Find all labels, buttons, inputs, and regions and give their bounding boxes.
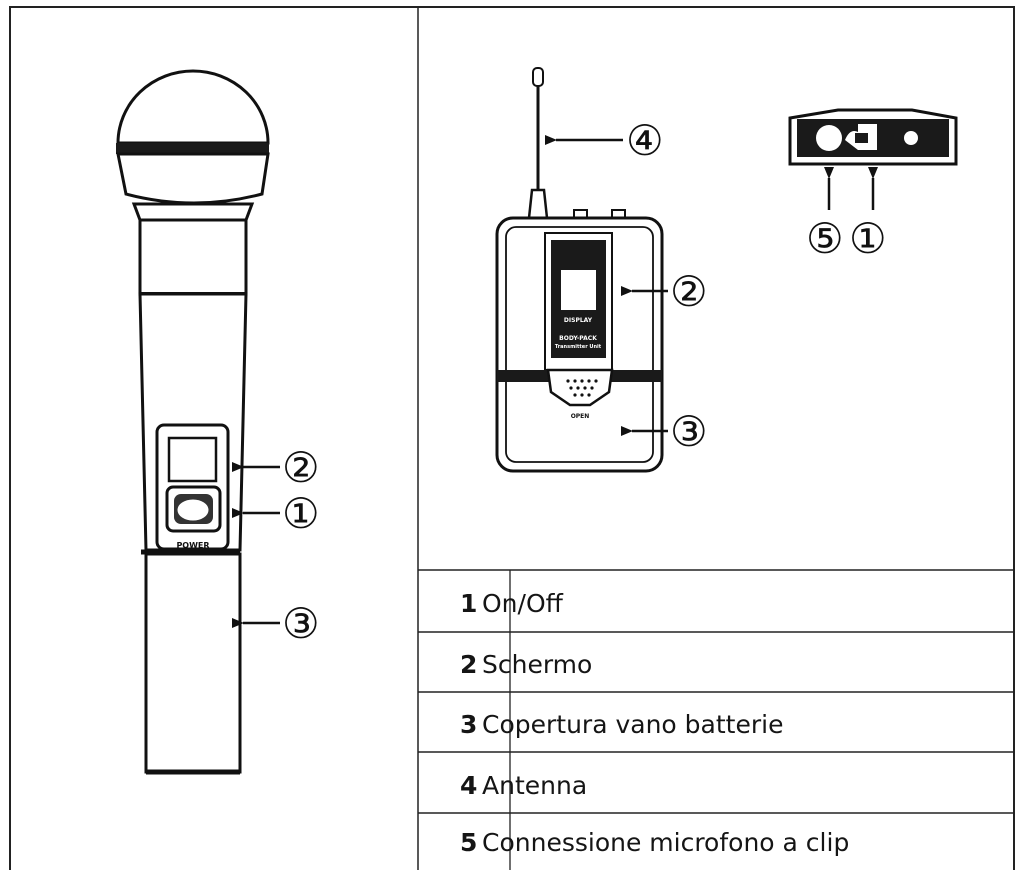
callout-handheld-power: ①	[282, 489, 320, 538]
legend-row-1: 1 On/Off	[418, 573, 1014, 633]
bodypack-model-label: BODY-PACK	[559, 335, 597, 342]
display-label: DISPLAY	[564, 317, 593, 324]
callout-bodypack-display: ②	[670, 267, 708, 316]
legend-label: Connessione microfono a clip	[482, 828, 850, 857]
legend-row-3: 3 Copertura vano batterie	[418, 694, 1014, 754]
frame-lines	[9, 6, 1015, 870]
callout-arrows	[232, 135, 878, 628]
legend-label: Copertura vano batterie	[482, 709, 784, 739]
callout-bodypack-battery: ③	[670, 407, 708, 456]
legend-row-2: 2 Schermo	[418, 634, 1014, 694]
callout-handheld-battery: ③	[282, 599, 320, 648]
legend-row-4: 4 Antenna	[418, 755, 1014, 815]
callout-top-clip-connection: ⑤	[806, 214, 844, 263]
legend-number: 2	[460, 649, 478, 679]
callout-bodypack-antenna: ④	[626, 116, 664, 165]
callout-handheld-display: ②	[282, 443, 320, 492]
bodypack-top-view	[788, 108, 958, 166]
legend-row-5: 5 Connessione microfono a clip	[418, 815, 1014, 870]
callout-top-power: ①	[849, 214, 887, 263]
power-label: POWER	[176, 541, 209, 550]
legend-number: 3	[460, 709, 478, 739]
open-label: OPEN	[571, 413, 590, 420]
handheld-microphone	[116, 69, 270, 775]
bodypack-transmitter	[495, 67, 664, 473]
legend-number: 4	[460, 770, 478, 800]
legend-label: On/Off	[482, 588, 563, 618]
legend-number: 5	[460, 828, 478, 857]
legend-label: Schermo	[482, 649, 593, 679]
bodypack-model-sublabel: Transmitter Unit	[555, 344, 602, 350]
legend-label: Antenna	[482, 770, 588, 800]
legend-number: 1	[460, 588, 478, 618]
